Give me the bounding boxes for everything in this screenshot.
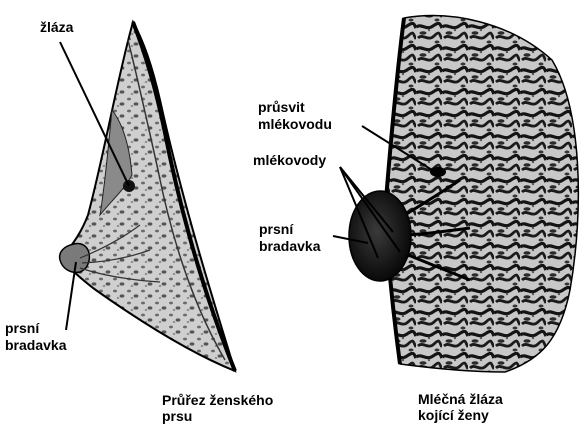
caption-left-line2: prsu [162,408,192,424]
label-left-nipple-line2: bradavka [5,337,67,353]
right-duct-sinus [430,167,446,177]
left-breast-cross-section [60,22,235,371]
left-breast-outline [62,22,235,371]
label-sinus-line2: mlékovodu [258,116,332,132]
right-nipple [349,191,411,281]
caption-right-line2: kojící ženy [418,407,489,423]
label-sinus-line1: průsvit [258,99,305,115]
label-gland: žláza [40,19,74,35]
label-right-nipple-line2: bradavka [259,238,321,254]
label-ducts: mlékovody [253,152,326,168]
right-lactating-gland [333,16,578,372]
caption-left-line1: Průřez ženského [162,392,273,408]
right-gland-tissue [385,16,578,372]
label-left-nipple-line1: prsní [5,320,40,336]
label-right-nipple-line1: prsní [259,221,294,237]
caption-right-line1: Mléčná žláza [418,391,503,407]
